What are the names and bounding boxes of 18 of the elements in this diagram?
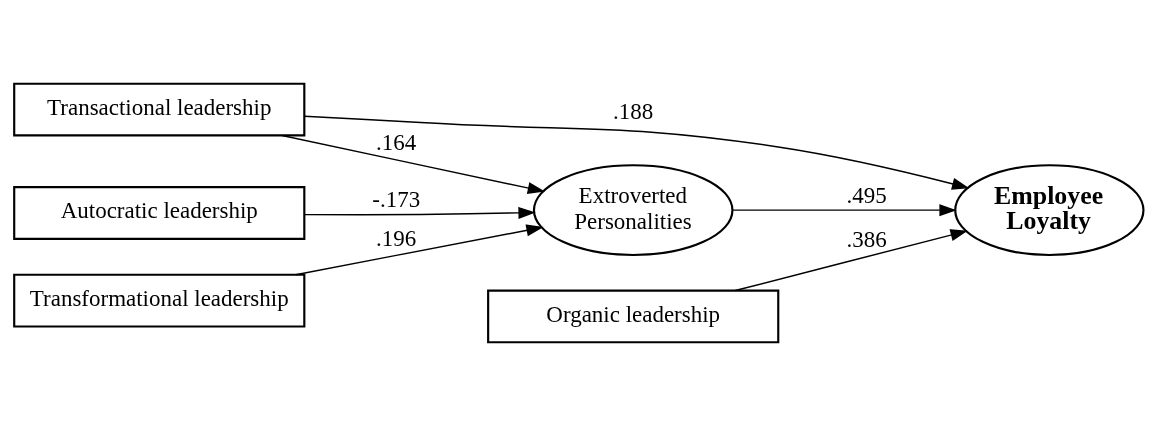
arrow — [303, 115, 970, 190]
node-box: Autocratic leadership — [13, 185, 306, 240]
edge-label: .196 — [376, 225, 417, 251]
node-box: Transactional leadership — [13, 82, 306, 137]
arrow — [281, 134, 545, 194]
edge-label: .188 — [613, 98, 654, 124]
arrow — [732, 203, 957, 216]
node-box: Organic leadership — [487, 288, 780, 343]
edge-label: .386 — [846, 226, 887, 252]
arrow — [294, 223, 544, 275]
node-box: Transformational leadership — [13, 273, 306, 328]
arrow — [734, 228, 968, 291]
edge-label: .164 — [376, 129, 417, 155]
edge-label: .495 — [846, 182, 887, 208]
node-ellipse: Employee Loyalty — [954, 163, 1145, 256]
node-ellipse: Extroverted Personalities — [532, 163, 734, 256]
edge-label: -.173 — [372, 186, 421, 212]
arrow — [303, 206, 536, 219]
